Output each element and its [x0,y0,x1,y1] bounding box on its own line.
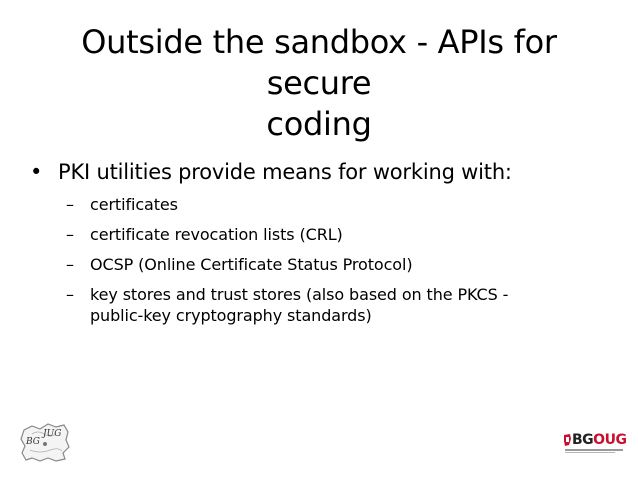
bullet-item: • PKI utilities provide means for workin… [30,158,620,186]
bgoug-bg-text: BG [572,432,594,448]
logo-left-bg-text: BG [26,437,40,447]
bgoug-logo-icon: BGOUG [563,432,627,456]
sub-item-text: certificates [90,195,178,214]
bgoug-oug-text: OUG [593,432,627,448]
sub-marker: – [66,255,74,274]
bgoug-tagline-line [565,449,623,451]
bgoug-tagline-line-2 [565,452,615,453]
sub-item-crl: – certificate revocation lists (CRL) [66,224,560,245]
bulgaria-map-logo-icon: BG JUG [18,420,72,464]
sub-list: – certificates – certificate revocation … [30,194,620,326]
logo-left-jug-text: JUG [43,429,62,439]
bgoug-brand-text: BGOUG [572,432,627,448]
bullet-marker: • [30,160,43,184]
sub-item-text: certificate revocation lists (CRL) [90,225,343,244]
slide-title-line-2: coding [266,105,372,143]
bg-jug-logo-graphic [20,423,70,462]
sub-marker: – [66,225,74,244]
slide-content: • PKI utilities provide means for workin… [30,158,620,335]
bgoug-mark-icon [564,434,571,446]
sub-marker: – [66,285,74,304]
sub-item-key-stores: – key stores and trust stores (also base… [66,284,560,326]
sub-item-text: OCSP (Online Certificate Status Protocol… [90,255,413,274]
sub-marker: – [66,195,74,214]
sub-item-ocsp: – OCSP (Online Certificate Status Protoc… [66,254,560,275]
bullet-text: PKI utilities provide means for working … [58,160,512,184]
slide-title-line-1: Outside the sandbox - APIs for secure [81,23,557,102]
sub-item-text: key stores and trust stores (also based … [90,285,509,325]
sub-item-certificates: – certificates [66,194,560,215]
slide-title: Outside the sandbox - APIs for secure co… [30,22,608,145]
